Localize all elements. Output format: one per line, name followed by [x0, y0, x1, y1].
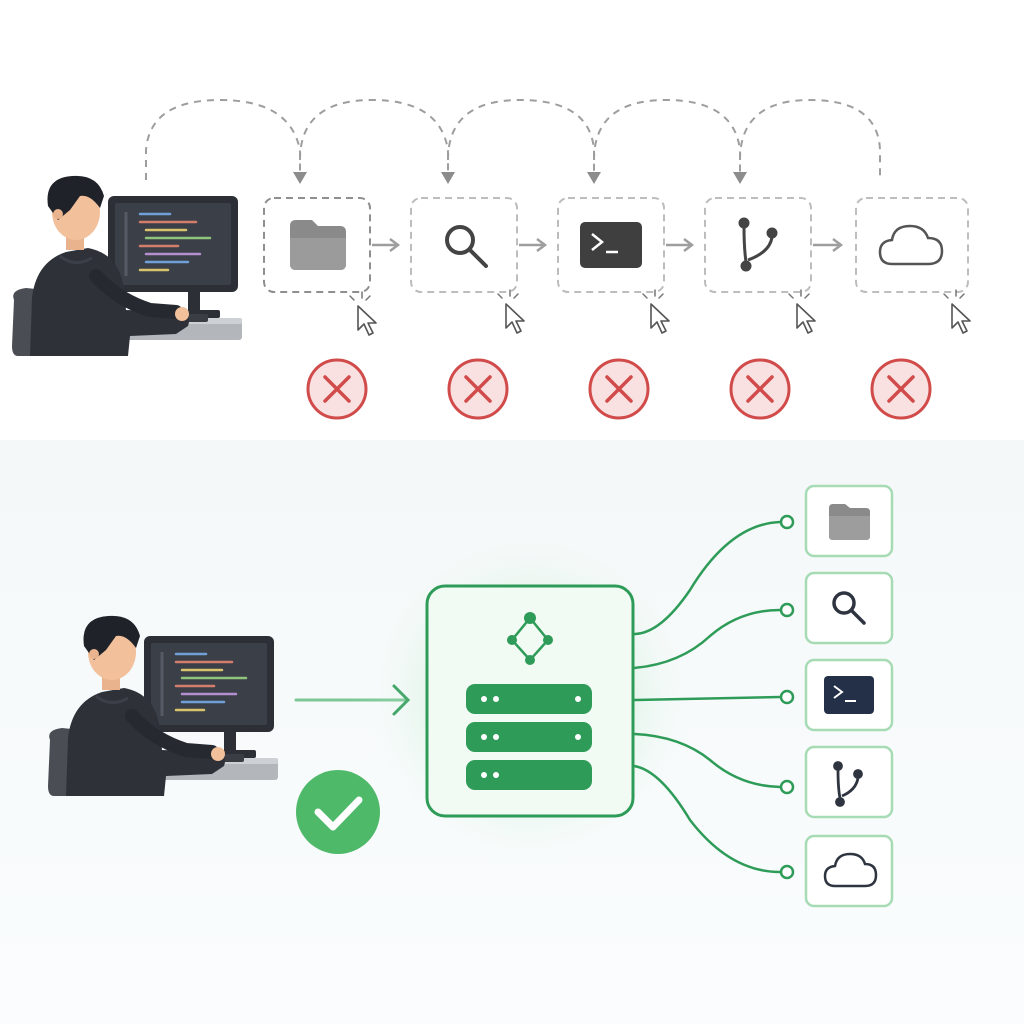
tool-tile-search[interactable] — [410, 197, 518, 293]
tool-tile-folder[interactable] — [263, 197, 371, 293]
search-icon — [445, 225, 488, 268]
central-hub — [425, 584, 635, 818]
error-x-icon — [447, 358, 509, 420]
hub-connectors — [633, 520, 781, 874]
tool-card-terminal[interactable] — [804, 658, 894, 732]
cloud-icon — [823, 852, 878, 888]
fragmented-tool-row — [263, 197, 969, 293]
tool-tile-git[interactable] — [704, 197, 812, 293]
developer-at-desk-bottom — [48, 616, 278, 796]
tool-tile-cloud[interactable] — [855, 197, 969, 293]
git-branch-icon — [833, 761, 863, 807]
tool-card-search[interactable] — [804, 571, 894, 645]
folder-icon — [829, 504, 870, 540]
network-nodes-icon — [507, 612, 553, 665]
sequential-arrows — [372, 238, 844, 252]
connector-endpoints — [779, 514, 795, 880]
error-markers — [306, 358, 932, 420]
tool-card-folder[interactable] — [804, 484, 894, 558]
folder-icon — [290, 220, 346, 270]
success-check-icon — [296, 770, 380, 854]
cloud-icon — [878, 224, 944, 266]
tool-tile-terminal[interactable] — [557, 197, 665, 293]
unified-tool-column — [804, 484, 894, 908]
tool-card-cloud[interactable] — [804, 834, 894, 908]
error-x-icon — [729, 358, 791, 420]
git-branch-icon — [738, 217, 778, 272]
error-x-icon — [870, 358, 932, 420]
error-x-icon — [588, 358, 650, 420]
search-icon — [832, 591, 866, 625]
error-x-icon — [306, 358, 368, 420]
manual-click-cursors — [349, 289, 971, 336]
server-stack-icon — [466, 684, 592, 790]
context-switch-arcs — [145, 98, 881, 180]
terminal-icon — [580, 222, 642, 268]
terminal-icon — [824, 676, 874, 714]
tool-card-git[interactable] — [804, 745, 894, 819]
developer-at-desk-top — [12, 176, 242, 356]
